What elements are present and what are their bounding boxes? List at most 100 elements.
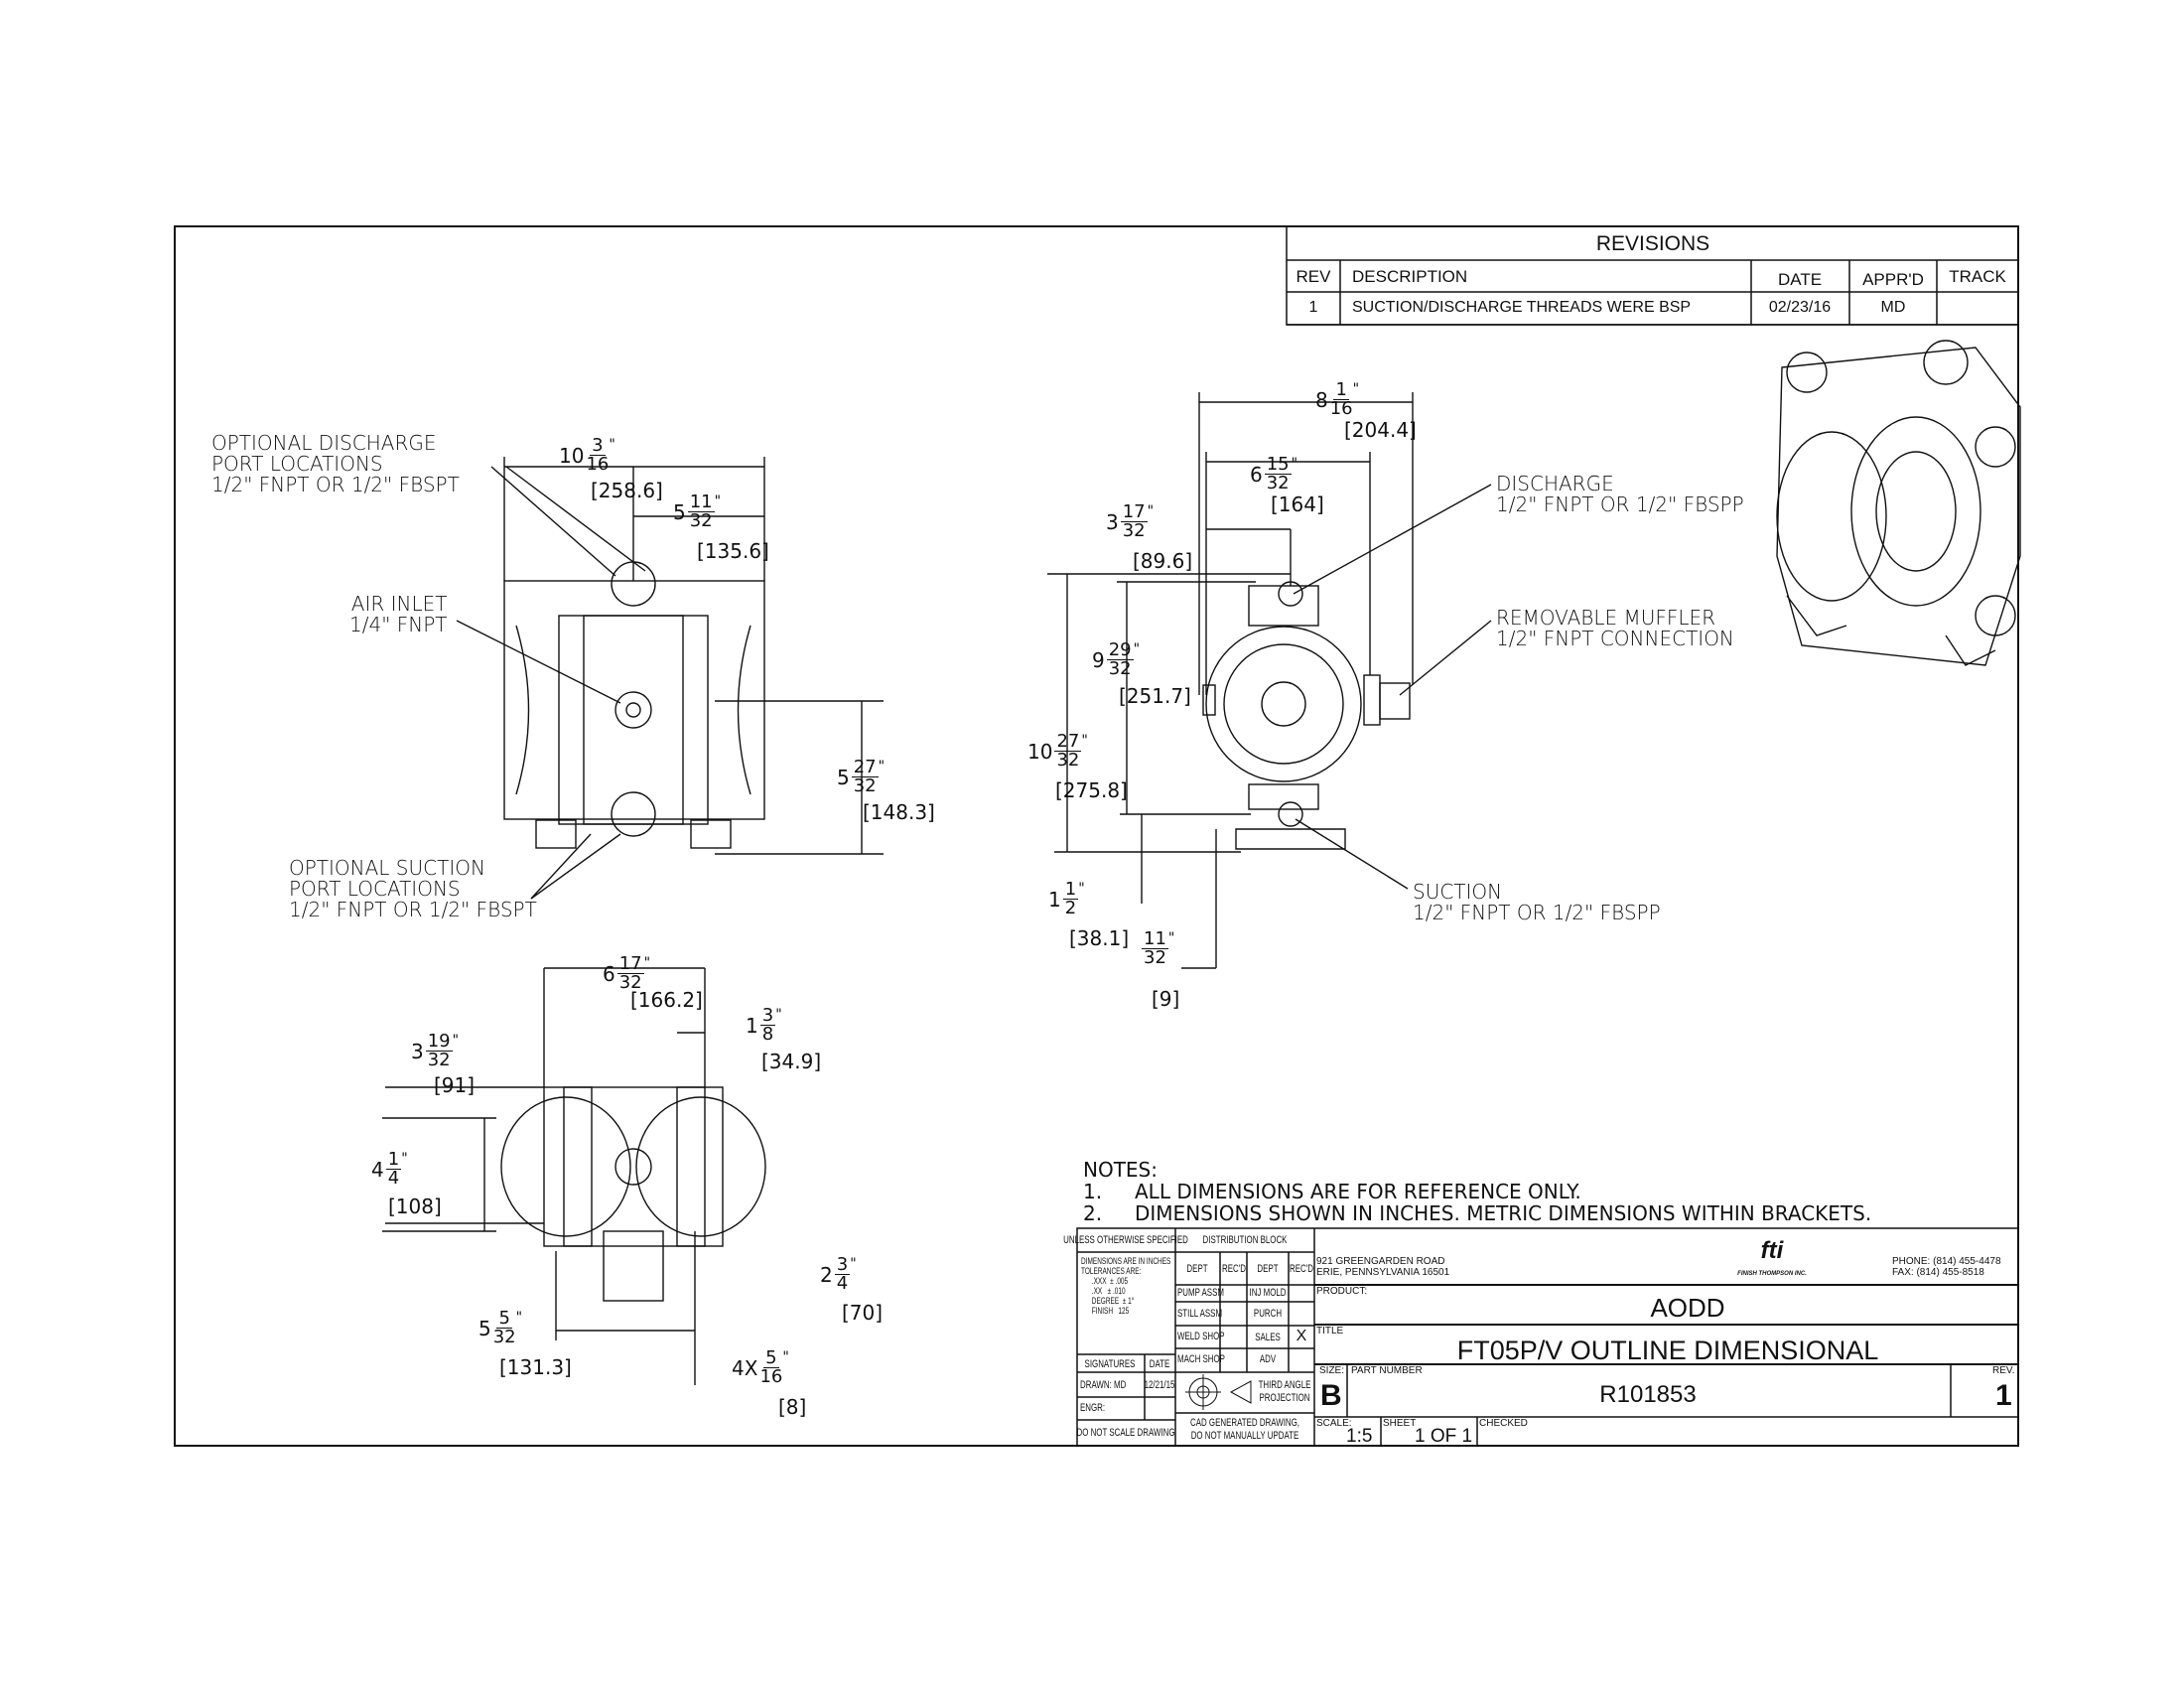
part-number-label: PART NUMBER bbox=[1351, 1365, 1423, 1376]
do-not-scale: DO NOT SCALE DRAWING bbox=[1076, 1427, 1175, 1439]
note-1-number: 1. bbox=[1083, 1180, 1103, 1203]
recd-header-right: REC'D bbox=[1290, 1263, 1313, 1275]
isometric-view-drawing bbox=[1776, 340, 2021, 666]
rev-row-description: SUCTION/DISCHARGE THREADS WERE BSP bbox=[1352, 299, 1692, 316]
fraction-numerator: 3 bbox=[590, 435, 606, 456]
fraction-denominator: 4 bbox=[387, 1168, 400, 1189]
inch-mark: " bbox=[452, 1033, 460, 1049]
inch-mark: " bbox=[401, 1151, 408, 1167]
inch-mark: " bbox=[782, 1349, 789, 1365]
dept-sales: SALES bbox=[1255, 1332, 1281, 1343]
size-label: SIZE: bbox=[1319, 1365, 1345, 1376]
dimension-metric: [148.3] bbox=[863, 800, 935, 824]
scale-value: 1:5 bbox=[1346, 1426, 1373, 1447]
rev-header-apprd: APPR'D bbox=[1862, 270, 1924, 289]
distribution-block-label: DISTRIBUTION BLOCK bbox=[1202, 1234, 1288, 1246]
cad-generated-note: CAD GENERATED DRAWING, DO NOT MANUALLY U… bbox=[1189, 1417, 1300, 1442]
engr-label: ENGR: bbox=[1080, 1402, 1106, 1414]
dimension-whole: 5 bbox=[478, 1316, 491, 1340]
dimension-whole: 6 bbox=[1250, 462, 1263, 487]
fraction-denominator: 4 bbox=[836, 1273, 849, 1294]
sheet-value: 1 OF 1 bbox=[1415, 1426, 1473, 1447]
date-label: DATE bbox=[1149, 1358, 1170, 1370]
note-2-number: 2. bbox=[1083, 1201, 1103, 1225]
side-view-drawing bbox=[1047, 392, 1492, 969]
dept-still-assm: STILL ASSM bbox=[1177, 1308, 1223, 1320]
muffler-label: REMOVABLE MUFFLER 1/2" FNPT CONNECTION bbox=[1496, 606, 1734, 650]
fraction-numerator: 17 bbox=[1120, 501, 1148, 522]
rev-header-description: DESCRIPTION bbox=[1352, 267, 1468, 286]
dimension-whole: 10 bbox=[559, 443, 585, 468]
dimension-metric: [108] bbox=[388, 1195, 442, 1218]
dimension-metric: [91] bbox=[434, 1073, 476, 1097]
optional-suction-label: OPTIONAL SUCTION PORT LOCATIONS 1/2" FNP… bbox=[289, 856, 537, 921]
inch-mark: " bbox=[1147, 503, 1155, 519]
rev-row-date: 02/23/16 bbox=[1768, 299, 1832, 316]
dimension-whole: 9 bbox=[1092, 647, 1105, 672]
fraction-numerator: 3 bbox=[834, 1254, 851, 1275]
fraction-numerator: 29 bbox=[1106, 639, 1134, 660]
dimension-metric: [275.8] bbox=[1055, 778, 1128, 802]
fraction-denominator: 32 bbox=[492, 1327, 516, 1347]
dimension-metric: [34.9] bbox=[761, 1050, 822, 1073]
inch-mark: " bbox=[1078, 881, 1085, 897]
note-2-text: DIMENSIONS SHOWN IN INCHES. METRIC DIMEN… bbox=[1135, 1201, 1872, 1225]
drawn-date: 12/21/15 bbox=[1144, 1379, 1175, 1391]
third-angle-projection-symbol bbox=[1185, 1374, 1252, 1410]
fraction-denominator: 16 bbox=[586, 454, 610, 475]
checked-label: CHECKED bbox=[1479, 1418, 1528, 1429]
dimension-whole: 4 bbox=[371, 1157, 384, 1182]
inch-mark: " bbox=[878, 759, 886, 774]
bottom-view-drawing bbox=[382, 967, 766, 1385]
dept-weld-shop: WELD SHOP bbox=[1177, 1331, 1225, 1342]
fraction-numerator: 19 bbox=[425, 1031, 453, 1052]
dimension-metric: [258.6] bbox=[591, 479, 663, 502]
inch-mark: " bbox=[1133, 641, 1141, 657]
title-label: TITLE bbox=[1316, 1326, 1344, 1336]
dept-purch: PURCH bbox=[1253, 1308, 1283, 1320]
sheet-label: SHEET bbox=[1383, 1418, 1417, 1429]
fraction-numerator: 5 bbox=[496, 1308, 512, 1329]
inch-mark: " bbox=[643, 955, 651, 971]
dimension-whole: 8 bbox=[1315, 387, 1328, 412]
rev-row-rev: 1 bbox=[1308, 299, 1318, 316]
dimension-metric: [70] bbox=[842, 1301, 884, 1325]
fti-logo-subtitle: FINISH THOMPSON INC. bbox=[1737, 1271, 1807, 1277]
inch-mark: " bbox=[609, 437, 615, 453]
fraction-numerator: 15 bbox=[1264, 454, 1292, 475]
dept-mach-shop: MACH SHOP bbox=[1177, 1353, 1225, 1365]
air-inlet-label: AIR INLET 1/4" FNPT bbox=[349, 592, 448, 636]
dimension-metric: [135.6] bbox=[697, 539, 769, 563]
fraction-numerator: 17 bbox=[616, 953, 644, 974]
inch-mark: " bbox=[1167, 930, 1175, 946]
front-view-drawing bbox=[456, 457, 884, 900]
dept-inj-mold: INJ MOLD bbox=[1249, 1287, 1287, 1299]
fraction-denominator: 32 bbox=[618, 972, 642, 993]
dimension-whole: 5 bbox=[673, 499, 686, 524]
fraction-numerator: 27 bbox=[851, 757, 879, 777]
dimension-whole: 1 bbox=[746, 1013, 758, 1038]
dimension-whole: 6 bbox=[603, 961, 615, 986]
fraction-numerator: 11 bbox=[687, 492, 715, 512]
company-address: 921 GREENGARDEN ROAD ERIE, PENNSYLVANIA … bbox=[1316, 1256, 1450, 1278]
